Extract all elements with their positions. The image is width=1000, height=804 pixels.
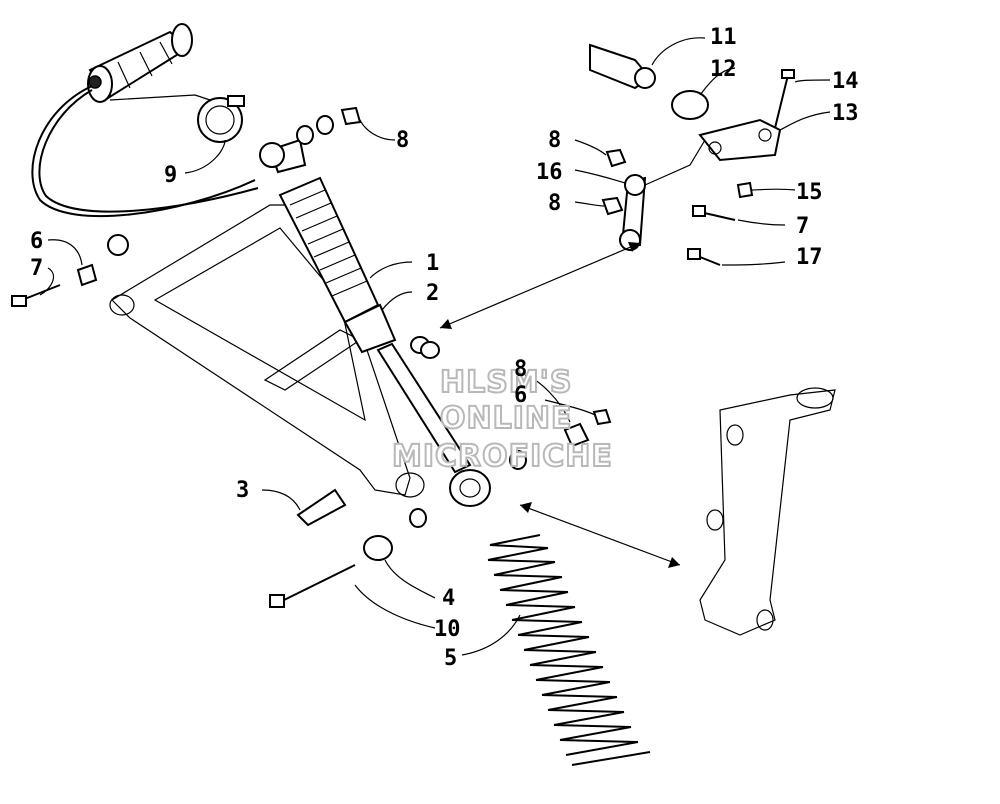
leader-lines [39,37,831,656]
callout-6-right: 6 [514,383,527,408]
watermark-line2: ONLINE [440,401,573,436]
callout-8-right: 8 [548,191,561,216]
misc-hardware [11,106,612,608]
callout-5: 5 [444,646,457,671]
callout-16: 16 [536,160,563,185]
callout-13: 13 [832,101,859,126]
callout-8-top: 8 [396,128,409,153]
callout-6-left: 6 [30,229,43,254]
watermark-line1: HLSM'S [440,365,572,400]
callout-4: 4 [442,586,455,611]
watermark-line3: MICROFICHE [392,439,613,474]
callout-17: 17 [796,245,823,270]
callout-11: 11 [710,25,737,50]
callout-12: 12 [710,57,737,82]
callout-3: 3 [236,478,249,503]
a-arm [109,204,425,498]
reservoir-canister [87,23,193,103]
callout-8-center: 8 [514,357,527,382]
callout-14: 14 [832,69,859,94]
callout-9: 9 [164,163,177,188]
link-parts [589,43,795,266]
callout-7-right: 7 [796,214,809,239]
callout-10: 10 [434,617,461,642]
callouts: 1 2 3 4 5 6 6 7 7 8 8 8 8 9 10 11 12 13 … [30,25,859,671]
shock-absorber [259,138,491,507]
arrows [439,242,681,568]
callout-8-upper-right: 8 [548,128,561,153]
watermark: HLSM'S ONLINE MICROFICHE [391,364,613,475]
spindle [699,387,836,636]
coil-spring [487,534,651,766]
callout-1: 1 [426,251,439,276]
callout-15: 15 [796,180,823,205]
callout-7-left: 7 [30,256,43,281]
callout-2: 2 [426,281,439,306]
hose-clamp [197,95,245,143]
